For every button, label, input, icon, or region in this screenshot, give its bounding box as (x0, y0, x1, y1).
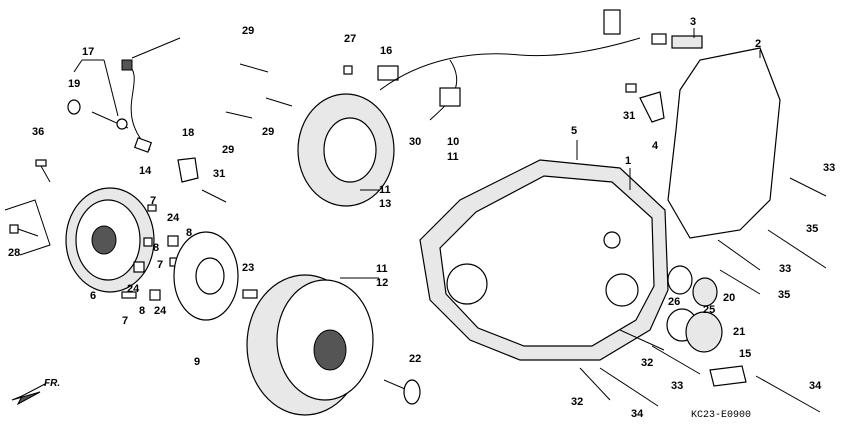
callout-18: 18 (182, 127, 195, 139)
neutral-switch-17 (67, 37, 181, 151)
callout-14: 14 (139, 165, 152, 177)
callout-9: 9 (194, 356, 201, 368)
cover-2 (667, 47, 781, 239)
bolt-33c (651, 345, 701, 375)
flywheel-11 (246, 274, 374, 416)
callout-6: 6 (90, 290, 97, 302)
callout-31a: 31 (213, 168, 226, 180)
callout-33a: 33 (823, 162, 836, 174)
callout-21: 21 (733, 326, 746, 338)
wire-harness (379, 9, 703, 121)
rollers-and-springs (121, 204, 179, 301)
callout-7c: 7 (122, 315, 129, 327)
bolt-28 (4, 199, 51, 256)
bolt-33a (789, 177, 827, 197)
callout-36: 36 (32, 126, 45, 138)
callout-1: 1 (625, 155, 632, 167)
callout-28: 28 (8, 247, 21, 259)
callout-8a: 8 (153, 242, 160, 254)
callout-5: 5 (571, 125, 578, 137)
bolt-31a (201, 189, 227, 203)
bolt-34a (599, 367, 659, 407)
bolt-31b (625, 83, 637, 93)
callout-4: 4 (652, 140, 659, 152)
callout-29b: 29 (222, 144, 235, 156)
callout-20: 20 (723, 292, 736, 304)
callout-32a: 32 (641, 357, 654, 369)
bolt-27 (343, 65, 353, 75)
callout-29a: 29 (242, 25, 255, 37)
bolt-29b (225, 111, 253, 119)
starter-clutch-6 (65, 187, 155, 293)
callout-17: 17 (82, 46, 95, 58)
bolt-36 (35, 159, 51, 183)
callout-33b: 33 (779, 263, 792, 275)
callout-8c: 8 (139, 305, 146, 317)
callout-10: 10 (447, 136, 460, 148)
left-crankcase-cover-1 (419, 159, 669, 361)
callout-35b: 35 (778, 289, 791, 301)
callout-23: 23 (242, 262, 255, 274)
leader-lines (73, 28, 761, 279)
callout-11b: 11 (379, 184, 391, 196)
stator-13 (297, 93, 395, 207)
bolt-29c (265, 97, 293, 107)
callout-7b: 7 (157, 259, 164, 271)
bolt-32a (619, 329, 665, 351)
callout-19: 19 (68, 78, 81, 90)
callout-34a: 34 (809, 380, 822, 392)
front-direction-label: FR. (44, 378, 61, 389)
callout-3: 3 (690, 16, 697, 28)
bracket-4 (639, 91, 665, 123)
callout-31b: 31 (623, 110, 636, 122)
clamp-15 (709, 365, 747, 387)
plug-20 (692, 277, 718, 307)
callout-32b: 32 (571, 396, 584, 408)
bolt-33b (717, 239, 761, 271)
clamp-18 (177, 157, 199, 183)
callout-25: 25 (703, 304, 716, 316)
callout-11a: 11 (447, 151, 459, 163)
callout-24c: 24 (154, 305, 167, 317)
bolt-35b (719, 269, 761, 295)
callout-12: 12 (376, 277, 389, 289)
callout-8b: 8 (186, 227, 193, 239)
callout-22: 22 (409, 353, 422, 365)
bolt-35a (767, 229, 827, 269)
o-ring-26 (667, 265, 693, 295)
bolt-34b (755, 375, 821, 413)
callout-16: 16 (380, 45, 393, 57)
callout-13: 13 (379, 198, 392, 210)
thrust-plate-9 (173, 231, 239, 321)
callout-2: 2 (755, 38, 762, 50)
clamp-16 (377, 65, 399, 81)
clip-14 (133, 137, 153, 153)
callout-24a: 24 (167, 212, 180, 224)
bolt-32b (579, 367, 611, 401)
callout-35a: 35 (806, 223, 819, 235)
callout-27: 27 (344, 33, 357, 45)
plug-21 (685, 311, 723, 353)
callout-11c: 11 (376, 263, 388, 275)
callout-34b: 34 (631, 408, 644, 420)
callout-26: 26 (668, 296, 681, 308)
callout-7a: 7 (150, 195, 157, 207)
callout-30: 30 (409, 136, 422, 148)
dowel-23 (242, 289, 258, 299)
callout-33c: 33 (671, 380, 684, 392)
callout-24b: 24 (127, 283, 140, 295)
diagram-code: KC23-E0900 (691, 410, 752, 421)
front-direction-arrow (11, 383, 46, 406)
bolt-22 (383, 379, 421, 405)
callout-29c: 29 (262, 126, 275, 138)
callout-15: 15 (739, 348, 752, 360)
bolt-29a (239, 63, 269, 73)
